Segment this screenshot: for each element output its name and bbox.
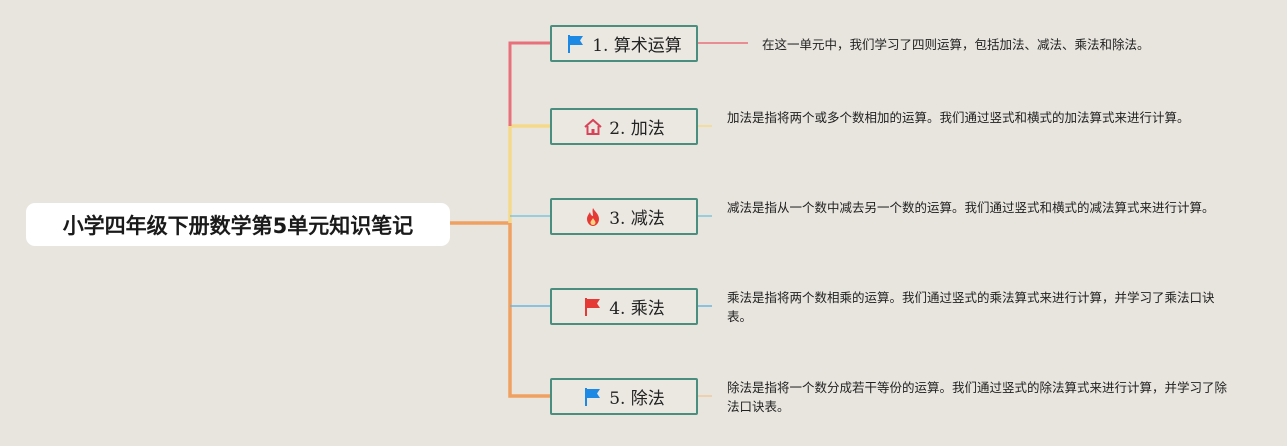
home-icon bbox=[583, 117, 603, 137]
note-arithmetic: 在这一单元中，我们学习了四则运算，包括加法、减法、乘法和除法。 bbox=[762, 37, 1150, 52]
branch-addition[interactable]: 2. 加法 bbox=[550, 108, 698, 145]
branch-connector-addition bbox=[508, 124, 550, 223]
branch-connector-arithmetic bbox=[508, 41, 550, 126]
branch-label: 1. 算术运算 bbox=[592, 36, 682, 56]
fire-icon bbox=[583, 207, 603, 227]
note-multiplication: 乘法是指将两个数相乘的运算。我们通过竖式的乘法算式来进行计算，并学习了乘法口诀表… bbox=[727, 290, 1215, 324]
branch-subtraction[interactable]: 3. 减法 bbox=[550, 198, 698, 235]
note-subtraction: 减法是指从一个数中减去另一个数的运算。我们通过竖式和横式的减法算式来进行计算。 bbox=[727, 200, 1215, 215]
branch-label: 5. 除法 bbox=[609, 389, 665, 409]
root-topic[interactable]: 小学四年级下册数学第5单元知识笔记 bbox=[26, 203, 450, 246]
blue-flag-icon bbox=[583, 387, 603, 407]
branch-label: 3. 减法 bbox=[609, 209, 665, 229]
branch-label: 4. 乘法 bbox=[609, 299, 665, 319]
branch-division[interactable]: 5. 除法 bbox=[550, 378, 698, 415]
root-title: 小学四年级下册数学第5单元知识笔记 bbox=[62, 213, 414, 238]
branch-multiplication[interactable]: 4. 乘法 bbox=[550, 288, 698, 325]
red-flag-icon bbox=[583, 297, 603, 317]
branch-label: 2. 加法 bbox=[609, 119, 665, 139]
blue-flag-icon bbox=[566, 34, 586, 54]
note-addition: 加法是指将两个或多个数相加的运算。我们通过竖式和横式的加法算式来进行计算。 bbox=[727, 110, 1190, 125]
branch-arithmetic[interactable]: 1. 算术运算 bbox=[550, 25, 698, 62]
note-division: 除法是指将一个数分成若干等份的运算。我们通过竖式的除法算式来进行计算，并学习了除… bbox=[727, 380, 1228, 414]
branch-connector-division bbox=[508, 223, 550, 398]
